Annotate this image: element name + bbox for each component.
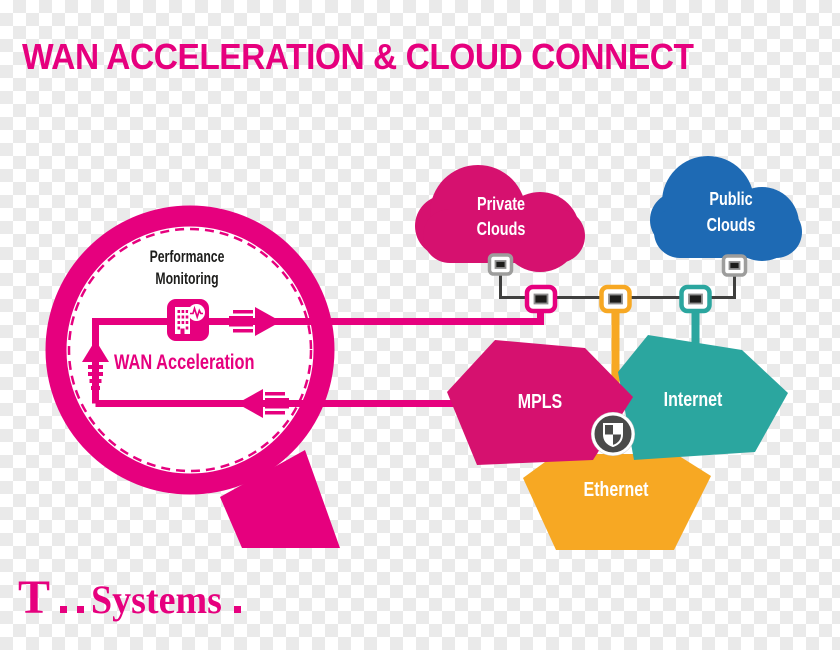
public-cloud-shape — [650, 156, 802, 261]
private-clouds-line1: Private — [476, 194, 526, 214]
network-port-connectors — [487, 253, 748, 314]
performance-monitoring-label: Performance Monitoring — [124, 246, 249, 290]
logo-dot-icon — [77, 606, 85, 613]
wan-acceleration-label: WAN Acceleration — [114, 351, 255, 374]
internet-hexagon — [618, 335, 788, 460]
performance-monitoring-line1: Performance — [149, 247, 225, 266]
ethernet-port-icon — [599, 284, 632, 314]
private-cloud-shape — [415, 165, 585, 272]
ethernet-label: Ethernet — [583, 479, 649, 501]
ethernet-stem-line — [611, 308, 620, 432]
magnifier-handle — [220, 450, 340, 548]
public-cloud-port-icon — [721, 254, 748, 277]
performance-monitoring-line2: Monitoring — [155, 269, 219, 288]
logo-dot-icon — [233, 606, 241, 613]
mpls-label: MPLS — [517, 391, 563, 413]
internet-port-icon — [679, 284, 712, 314]
ethernet-hexagon — [523, 454, 711, 550]
logo-dot-icon — [60, 606, 68, 613]
page-title: WAN ACCELERATION & CLOUD CONNECT — [22, 36, 694, 77]
left-arrow-icon — [237, 389, 263, 418]
internet-label: Internet — [663, 389, 723, 411]
internet-stem-line — [691, 308, 700, 350]
loop-arrows — [82, 307, 289, 418]
up-arrow-icon — [82, 340, 109, 362]
pulse-line-icon — [190, 305, 203, 320]
mpls-hexagon — [447, 340, 633, 465]
magnifier-dashed-circle — [67, 227, 313, 473]
building-performance-monitor-icon — [167, 299, 209, 341]
mpls-port-icon — [524, 284, 558, 314]
network-hexagons — [447, 335, 788, 550]
private-clouds-label: Private Clouds — [433, 192, 569, 242]
logo-t: T — [18, 571, 51, 624]
magnifier-ring — [45, 205, 335, 495]
logo-name: Systems — [91, 577, 222, 622]
private-clouds-line2: Clouds — [476, 219, 526, 239]
t-systems-logo: T Systems — [18, 570, 241, 625]
private-cloud-port-icon — [487, 253, 514, 276]
public-clouds-label: Public Clouds — [668, 186, 794, 238]
security-shield-icon — [591, 412, 635, 456]
public-clouds-line1: Public — [709, 189, 753, 209]
public-clouds-line2: Clouds — [706, 215, 756, 235]
right-arrow-icon — [255, 307, 281, 336]
magnifier-shape — [45, 205, 340, 548]
